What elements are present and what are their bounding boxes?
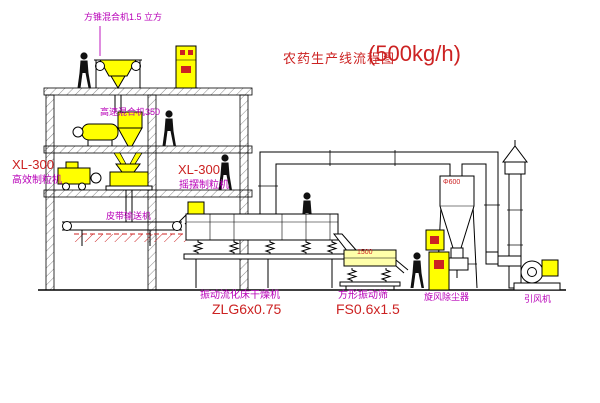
annotation-screen-dim: 1500 — [357, 249, 373, 256]
label-cyclone: 旋风除尘器 — [424, 292, 470, 302]
machine-motor — [90, 172, 102, 184]
mixer-motor — [72, 126, 84, 138]
building-structure — [43, 87, 253, 291]
control-cabinet — [174, 45, 198, 89]
machine-wheel — [62, 182, 70, 191]
high-speed-mixer — [72, 111, 143, 147]
square-cone-mixer — [94, 59, 142, 112]
label-square-cone-mixer: 方锥混合机1.5 立方 — [84, 12, 163, 22]
floor-slab-top — [43, 87, 253, 96]
mixer-trunnion — [95, 61, 105, 71]
label-fan: 引风机 — [524, 294, 552, 304]
indicator-light — [180, 50, 185, 55]
label-granulator-mid-name: 摇摆制粒机 — [179, 180, 229, 191]
label-belt-conveyor: 皮带输送机 — [106, 211, 152, 221]
y-chute — [113, 152, 143, 165]
conveyor-pulley — [62, 221, 72, 231]
dryer-inlet-hopper — [187, 201, 205, 215]
cabinet-panel — [430, 236, 439, 244]
mixer-trunnion — [131, 61, 141, 71]
duct-flanges — [258, 150, 500, 206]
control-box-tall — [428, 251, 450, 291]
label-high-speed-mixer: 高速混合机350 — [100, 107, 161, 117]
dryer-base — [183, 253, 345, 260]
label-dryer-name: 振动流化床干燥机 — [200, 290, 280, 301]
fan-motor — [541, 259, 559, 277]
machine-wheel — [78, 182, 86, 191]
stack-cap-band — [504, 161, 526, 175]
label-granulator-left-model: XL-300 — [12, 157, 54, 172]
worker-figure — [77, 52, 91, 88]
field-cabinets — [425, 229, 450, 291]
fluid-bed-dryer — [183, 201, 345, 288]
diagram-title: 农药生产线流程图 — [283, 51, 396, 66]
floor-slab-mid — [43, 145, 253, 154]
oscillating-granulator — [105, 163, 153, 222]
label-granulator-mid-model: XL-300 — [178, 162, 220, 177]
diagram-title-capacity: (500kg/h) — [368, 41, 461, 66]
cabinet-panel — [181, 66, 191, 73]
label-dryer-model: ZLG6x0.75 — [212, 301, 282, 317]
screen-base — [339, 281, 401, 287]
cabinet-panel — [434, 260, 444, 269]
cyclone-dip-leg — [450, 247, 464, 259]
stack-rain-cap — [502, 145, 528, 163]
fan-base — [513, 282, 561, 291]
trench-hatch — [74, 233, 186, 242]
worker-figure — [162, 110, 176, 146]
label-granulator-left-name: 高效制粒机 — [12, 175, 62, 186]
exhaust-duct — [259, 151, 499, 253]
indicator-light — [188, 50, 193, 55]
annotation-cyclone-dim: Φ600 — [443, 179, 461, 186]
conveyor-pulley — [172, 221, 182, 231]
vibrating-screen — [339, 249, 409, 290]
discharge-chute — [332, 233, 357, 253]
high-efficiency-granulator — [57, 161, 102, 191]
label-screen-name: 方形振动筛 — [338, 290, 388, 301]
worker-figure — [410, 252, 424, 288]
induced-draft-fan — [485, 251, 561, 291]
label-screen-model: FS0.6x1.5 — [336, 301, 400, 317]
